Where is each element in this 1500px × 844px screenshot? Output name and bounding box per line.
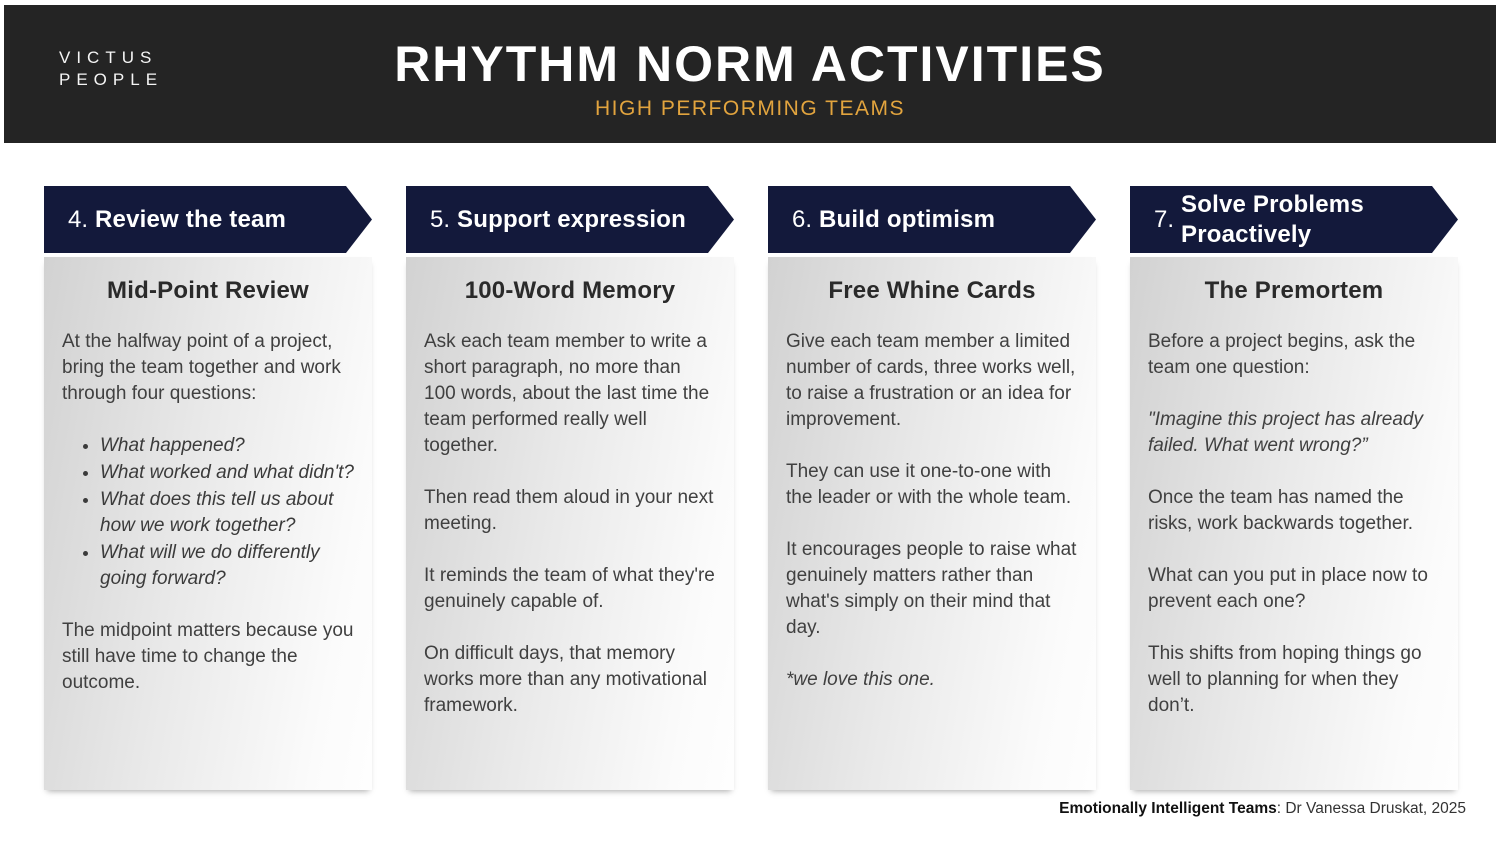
activity-name: The Premortem — [1204, 277, 1384, 304]
paragraph: *we love this one. — [786, 669, 935, 690]
column-number: 5. — [430, 205, 451, 233]
paragraph: Give each team member a limited number o… — [786, 331, 1076, 430]
activity-name: Free Whine Cards — [828, 277, 1036, 304]
question-item: What will we do differently going forwar… — [100, 540, 354, 592]
paragraph: The midpoint matters because you still h… — [62, 620, 354, 693]
activity-body: Give each team member a limited number o… — [786, 329, 1078, 693]
column-header-arrow: 6. Build optimism — [768, 186, 1096, 253]
question-item: What happened? — [100, 433, 354, 459]
activity-name: Mid-Point Review — [107, 277, 309, 304]
column-title: Support expression — [457, 205, 686, 233]
column-header-arrow: 7. Solve Problems Proactively — [1130, 186, 1458, 253]
column-panel: Mid-Point Review At the halfway point of… — [44, 257, 372, 790]
paragraph: On difficult days, that memory works mor… — [424, 643, 708, 716]
activity-body: Ask each team member to write a short pa… — [424, 329, 716, 719]
paragraph: "Imagine this project has already failed… — [1148, 409, 1423, 456]
activity-column: 7. Solve Problems Proactively The Premor… — [1130, 186, 1458, 790]
column-panel: Free Whine Cards Give each team member a… — [768, 257, 1096, 790]
paragraph: Once the team has named the risks, work … — [1148, 487, 1414, 534]
column-title: Solve Problems Proactively — [1181, 190, 1364, 248]
page-subtitle: HIGH PERFORMING TEAMS — [595, 97, 905, 120]
activity-column: 5. Support expression 100-Word Memory As… — [406, 186, 734, 790]
column-number: 6. — [792, 205, 813, 233]
activity-body: Before a project begins, ask the team on… — [1148, 329, 1440, 719]
column-panel: 100-Word Memory Ask each team member to … — [406, 257, 734, 790]
footer-source: Emotionally Intelligent Teams — [1059, 800, 1277, 817]
brand-logo: VICTUS PEOPLE — [59, 47, 163, 91]
column-header-arrow: 5. Support expression — [406, 186, 734, 253]
brand-line-victus: VICTUS — [59, 48, 158, 67]
title-block: RHYTHM NORM ACTIVITIES HIGH PERFORMING T… — [4, 5, 1496, 143]
activity-name: 100-Word Memory — [464, 277, 676, 304]
header-bar: VICTUS PEOPLE RHYTHM NORM ACTIVITIES HIG… — [4, 5, 1496, 143]
question-item: What worked and what didn't? — [100, 460, 354, 486]
column-number: 7. — [1154, 205, 1175, 233]
paragraph: It reminds the team of what they're genu… — [424, 565, 715, 612]
column-title: Build optimism — [819, 205, 996, 233]
paragraph: Then read them aloud in your next meetin… — [424, 487, 714, 534]
brand-line-people: PEOPLE — [59, 70, 164, 89]
footer-credit: Emotionally Intelligent Teams: Dr Vaness… — [1059, 800, 1466, 818]
column-header-arrow: 4. Review the team — [44, 186, 372, 253]
footer-attribution: : Dr Vanessa Druskat, 2025 — [1276, 800, 1466, 817]
activity-column: 4. Review the team Mid-Point Review At t… — [44, 186, 372, 790]
paragraph: They can use it one-to-one with the lead… — [786, 461, 1072, 508]
paragraph: Ask each team member to write a short pa… — [424, 331, 710, 456]
activity-body: At the halfway point of a project, bring… — [62, 329, 354, 696]
question-list: What happened?What worked and what didn'… — [62, 433, 354, 592]
page-title: RHYTHM NORM ACTIVITIES — [394, 36, 1106, 92]
columns-container: 4. Review the team Mid-Point Review At t… — [44, 186, 1458, 790]
paragraph: What can you put in place now to prevent… — [1148, 565, 1428, 612]
paragraph: This shifts from hoping things go well t… — [1148, 643, 1422, 716]
paragraph: Before a project begins, ask the team on… — [1148, 331, 1416, 378]
column-panel: The Premortem Before a project begins, a… — [1130, 257, 1458, 790]
paragraph: At the halfway point of a project, bring… — [62, 331, 341, 404]
column-number: 4. — [68, 205, 89, 233]
question-item: What does this tell us about how we work… — [100, 487, 354, 539]
column-title: Review the team — [95, 205, 287, 233]
activity-column: 6. Build optimism Free Whine Cards Give … — [768, 186, 1096, 790]
paragraph: It encourages people to raise what genui… — [786, 539, 1077, 638]
